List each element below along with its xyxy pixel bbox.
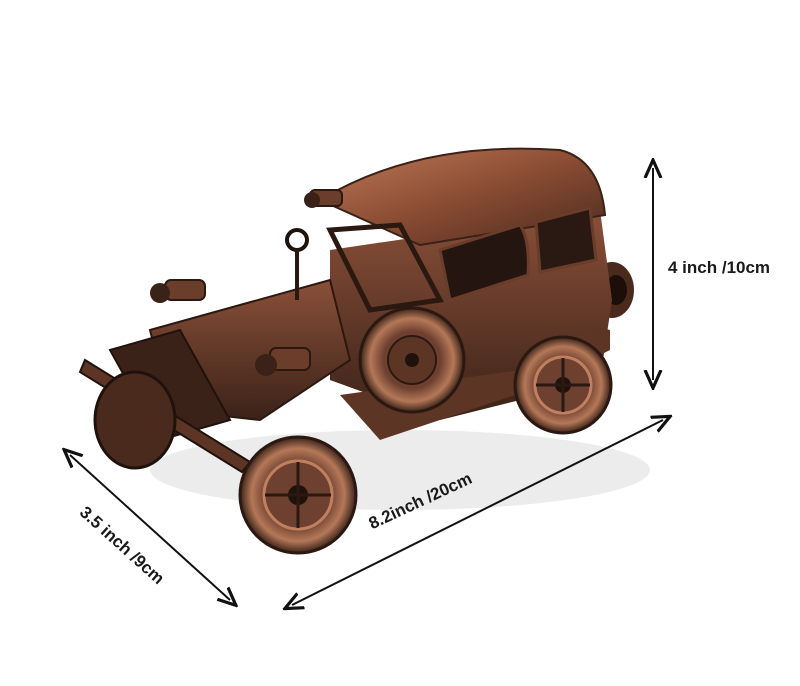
headlamp-right — [255, 347, 311, 376]
depth-arrow — [70, 455, 230, 600]
width-arrow — [292, 420, 663, 605]
height-dimension-label: 4 inch /10cm — [668, 258, 771, 277]
side-spare-wheel — [358, 306, 466, 414]
front-wheel — [238, 435, 358, 555]
rear-wheel — [513, 335, 613, 435]
headlamp-left — [150, 279, 206, 303]
roof-lamp — [304, 189, 343, 208]
front-far-wheel — [93, 370, 177, 470]
car-shadow — [150, 430, 650, 510]
